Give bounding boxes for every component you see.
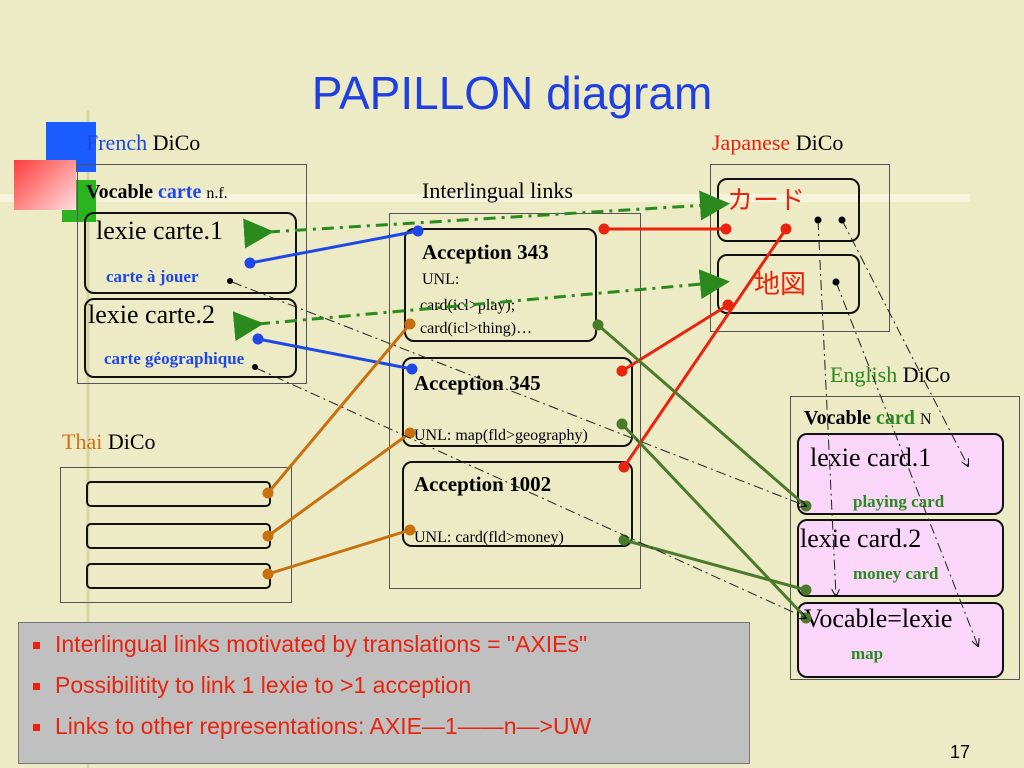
japanese-dico-label: Japanese DiCo <box>712 130 844 155</box>
french-lexie-1-sense: carte à jouer <box>106 267 199 286</box>
bullet-item: Possibilitity to link 1 lexie to >1 acce… <box>33 672 749 713</box>
bullet-item: Interlingual links motivated by translat… <box>33 631 749 672</box>
slide-title: PAPILLON diagram <box>311 67 713 119</box>
decorative-squares <box>14 120 104 225</box>
japanese-entry-1: カード <box>727 186 806 215</box>
english-dico-label: English DiCo <box>830 362 951 387</box>
thai-entry-1-box[interactable] <box>86 481 271 507</box>
french-vocable-header: Vocable carte n.f. <box>86 181 228 203</box>
english-lexie-3-sense: map <box>851 644 884 663</box>
french-lexie-1-label: lexie carte.1 <box>96 216 224 245</box>
japanese-entry-2: 地図 <box>754 270 807 299</box>
french-lexie-2-sense: carte géographique <box>104 349 245 368</box>
bullet-panel: Interlingual links motivated by translat… <box>18 622 750 764</box>
english-lexie-2-sense: money card <box>853 564 939 583</box>
thai-entry-2-box[interactable] <box>86 523 271 549</box>
interlingual-links-label: Interlingual links <box>422 178 573 203</box>
acception-343-unl-3: card(icl>thing)… <box>420 320 533 337</box>
acception-343-unl-2: card(icl>play); <box>420 297 516 314</box>
french-dico-label: French DiCo <box>86 130 201 155</box>
bullet-item: Links to other representations: AXIE—1——… <box>33 713 749 754</box>
acception-343-title: Acception 343 <box>422 240 549 264</box>
english-lexie-3-label: Vocable=lexie <box>804 604 953 633</box>
acception-345-unl: UNL: map(fld>geography) <box>414 427 588 444</box>
acception-1002-title: Acception 1002 <box>414 472 552 496</box>
english-lexie-1-label: lexie card.1 <box>810 443 932 472</box>
page-number: 17 <box>950 742 971 762</box>
acception-343-unl-1: UNL: <box>422 271 460 288</box>
acception-1002-unl: UNL: card(fld>money) <box>414 529 564 546</box>
thai-dico-label: Thai DiCo <box>62 429 156 454</box>
english-vocable-header: Vocable card N <box>804 407 932 429</box>
english-lexie-1-sense: playing card <box>853 492 945 511</box>
french-lexie-2-label: lexie carte.2 <box>88 300 216 329</box>
thai-entry-3-box[interactable] <box>86 563 271 589</box>
acception-345-title: Acception 345 <box>414 371 541 395</box>
english-lexie-2-label: lexie card.2 <box>800 524 922 553</box>
